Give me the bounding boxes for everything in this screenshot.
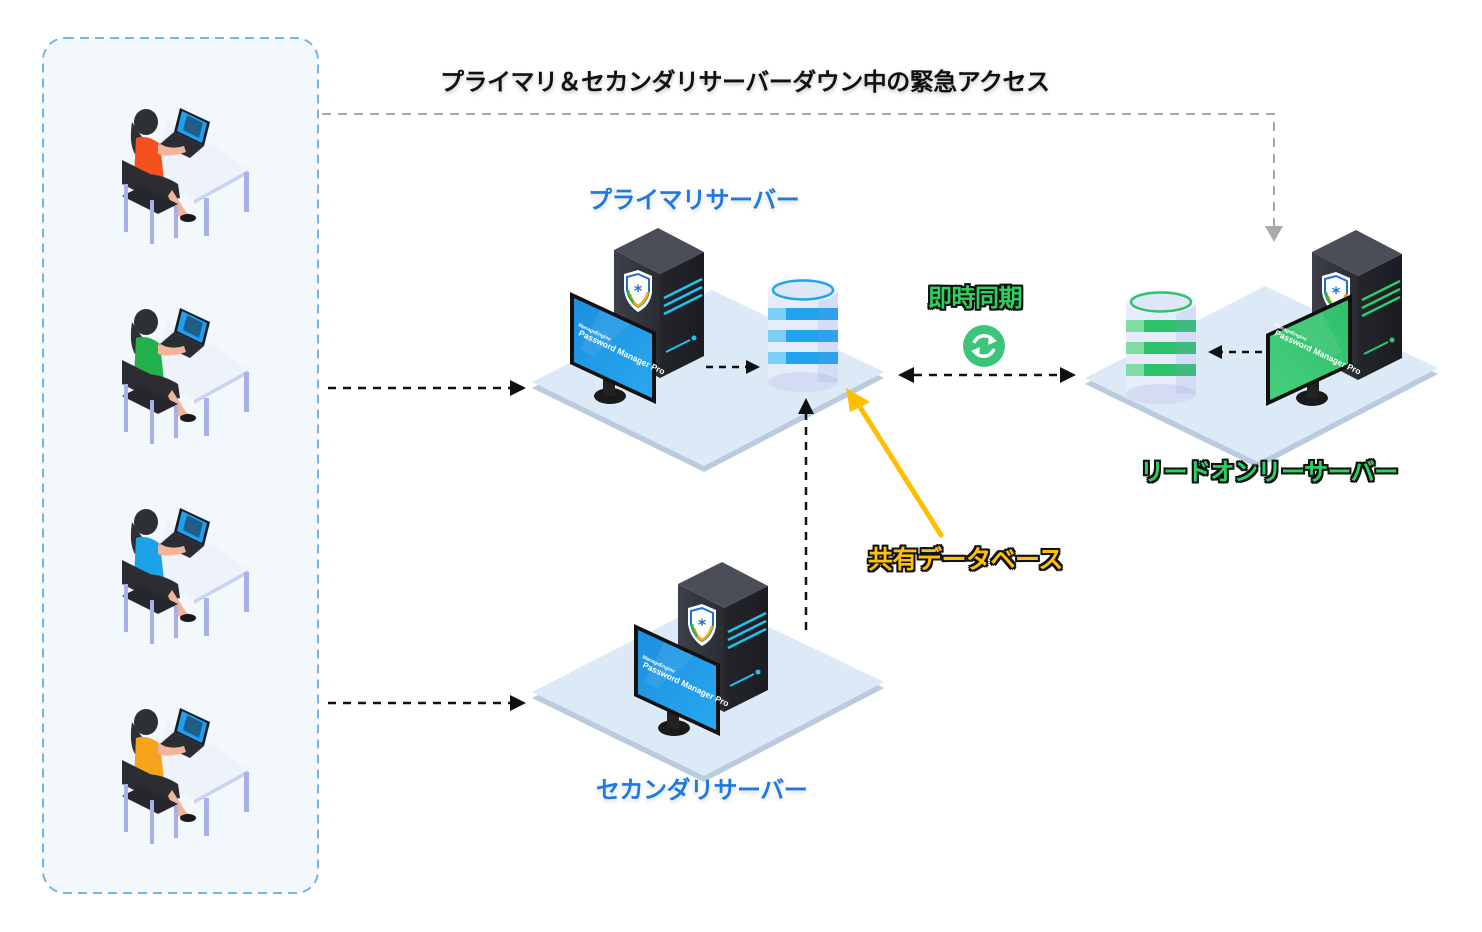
chair-icon — [122, 160, 178, 244]
primary-database-icon — [768, 278, 838, 392]
shared-database-arrow — [846, 388, 944, 538]
user-to-secondary-arrow — [328, 695, 526, 711]
readonly-server-label: リードオンリーサーバー — [1140, 458, 1398, 486]
chair-icon — [122, 560, 178, 644]
secondary-server-label: セカンダリサーバー — [596, 776, 808, 804]
emergency-access-arrow — [322, 113, 1283, 242]
emergency-access-label: プライマリ＆セカンダリサーバーダウン中の緊急アクセス — [440, 68, 1050, 96]
user-to-primary-arrow — [328, 380, 526, 396]
primary-server-to-database-arrow — [706, 360, 760, 374]
laptop-icon — [160, 708, 210, 758]
user-workstation — [122, 708, 249, 844]
readonly-database-icon — [1126, 290, 1196, 404]
shared-database-label: 共有データベース — [868, 545, 1063, 574]
shield-icon: * — [624, 270, 652, 312]
user-workstation — [122, 508, 249, 644]
sync-arrow — [898, 367, 1076, 383]
laptop-icon — [160, 308, 210, 358]
laptop-icon — [160, 108, 210, 158]
svg-text:*: * — [1332, 283, 1341, 302]
chair-icon — [122, 360, 178, 444]
laptop-icon — [160, 508, 210, 558]
sync-label: 即時同期 — [928, 284, 1023, 312]
user-workstation — [122, 308, 249, 444]
shield-icon: * — [688, 604, 716, 646]
primary-server-label: プライマリサーバー — [588, 186, 800, 214]
sync-icon — [963, 325, 1005, 367]
chair-icon — [122, 760, 178, 844]
readonly-server-to-database-arrow — [1208, 345, 1262, 359]
svg-text:*: * — [634, 281, 643, 300]
user-workstation — [122, 108, 249, 244]
secondary-to-database-arrow — [798, 398, 814, 630]
svg-text:*: * — [698, 615, 707, 634]
users-panel — [42, 37, 319, 894]
